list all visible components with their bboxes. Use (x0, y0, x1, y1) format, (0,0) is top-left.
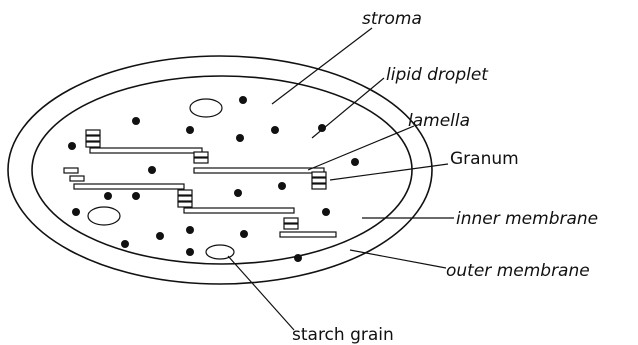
grana (64, 130, 326, 229)
leader-starch-grain (228, 256, 294, 330)
label-stroma: stroma (362, 9, 422, 29)
granum-disc (86, 130, 100, 135)
leader-lipid-droplet (312, 78, 384, 138)
granum-disc (284, 218, 298, 223)
dot (278, 182, 286, 190)
dot (240, 230, 248, 238)
dot (132, 192, 140, 200)
lamella-bar (74, 184, 184, 189)
lamella-bar (184, 208, 294, 213)
dot (68, 142, 76, 150)
label-outer-membrane: outer membrane (446, 261, 590, 281)
granum-disc (178, 196, 192, 201)
lamella-bar (194, 168, 324, 173)
label-starch-grain: starch grain (292, 325, 394, 345)
dot (239, 96, 247, 104)
lipid-vesicle-top (190, 99, 222, 117)
granum-disc (64, 168, 78, 173)
lamella-bar (90, 148, 202, 153)
dot (72, 208, 80, 216)
granum-disc (312, 184, 326, 189)
label-lamella: lamella (408, 111, 470, 131)
granum-disc (312, 178, 326, 183)
dot (148, 166, 156, 174)
lamella-bar (280, 232, 336, 237)
lipid-vesicle-left (88, 207, 120, 225)
dot (322, 208, 330, 216)
dot (121, 240, 129, 248)
granum-disc (178, 190, 192, 195)
leader-stroma (272, 28, 372, 104)
dot (294, 254, 302, 262)
dot (236, 134, 244, 142)
label-granum: Granum (450, 149, 519, 169)
dot (186, 248, 194, 256)
granum-disc (86, 142, 100, 147)
dot (132, 117, 140, 125)
dot (271, 126, 279, 134)
starch-grain-oval (206, 245, 234, 259)
dot (186, 126, 194, 134)
leader-outer-membrane (350, 250, 446, 268)
leader-granum (330, 164, 448, 180)
leader-lamella (308, 126, 414, 170)
dot (186, 226, 194, 234)
dot (234, 189, 242, 197)
dot (351, 158, 359, 166)
label-inner-membrane: inner membrane (456, 209, 598, 229)
dot (104, 192, 112, 200)
granum-disc (70, 176, 84, 181)
granum-disc (86, 136, 100, 141)
granum-disc (178, 202, 192, 207)
granum-disc (312, 172, 326, 177)
granum-disc (284, 224, 298, 229)
granum-disc (194, 152, 208, 157)
dot (156, 232, 164, 240)
label-lipid-droplet: lipid droplet (386, 65, 489, 85)
granum-disc (194, 158, 208, 163)
